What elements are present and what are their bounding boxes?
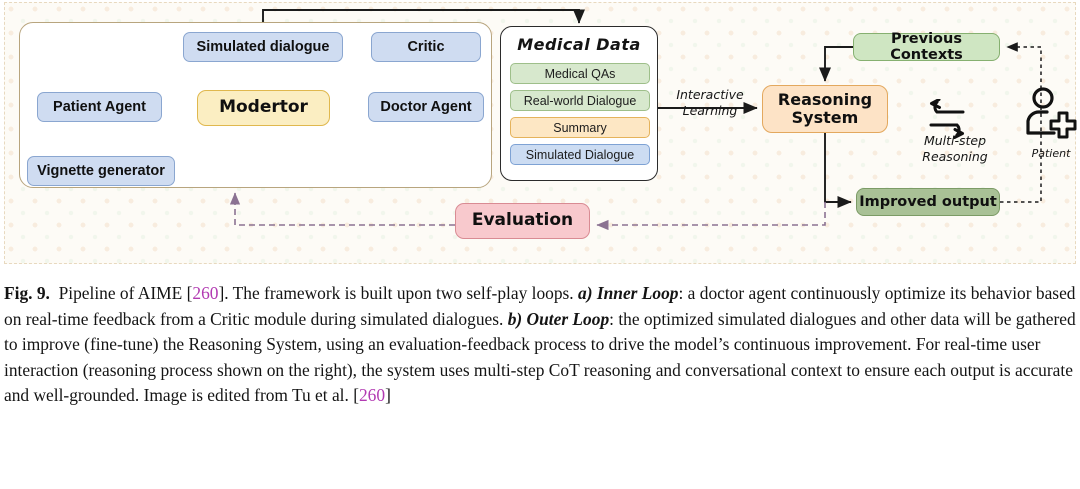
interactive-line-2: Learning (682, 102, 738, 118)
node-label: Doctor Agent (380, 98, 472, 115)
node-doctor-agent[interactable]: Doctor Agent (368, 92, 484, 122)
node-label: Improved output (859, 193, 997, 210)
caption-inner-loop-text: : a doctor agent continuously optimize i… (4, 283, 1076, 329)
citation-260-first[interactable]: 260 (192, 283, 219, 303)
node-critic[interactable]: Critic (371, 32, 481, 62)
caption-lead: Pipeline of AIME [ (58, 283, 193, 303)
node-reasoning-system[interactable]: Reasoning System (762, 85, 888, 133)
label-multi-step-reasoning: Multi-step Reasoning (901, 133, 1009, 164)
node-modertor[interactable]: Modertor (197, 90, 330, 126)
caption-figure-number: Fig. 9. (4, 283, 50, 303)
node-simulated-dialogue[interactable]: Simulated dialogue (183, 32, 343, 62)
node-label: Patient Agent (53, 98, 146, 115)
edge-label-interactive-learning: Interactive Learning (662, 87, 758, 118)
node-label: Simulated dialogue (196, 38, 330, 55)
node-label: Vignette generator (37, 162, 165, 179)
medical-data-title: Medical Data (517, 35, 641, 54)
citation-260-second[interactable]: 260 (358, 385, 386, 406)
interactive-line-1: Interactive (676, 87, 744, 102)
multistep-line-2: Reasoning (922, 148, 988, 164)
figure-panel: Simulated dialogue Critic Patient Agent … (4, 2, 1077, 264)
node-previous-contexts[interactable]: Previous Contexts (853, 30, 1000, 63)
node-evaluation[interactable]: Evaluation (455, 203, 590, 239)
node-label: Evaluation (471, 210, 574, 231)
multistep-line-1: Multi-step (923, 133, 987, 148)
chip-medical-qas[interactable]: Medical QAs (510, 63, 650, 84)
caption-outer-loop-text: : the optimized simulated dialogues and … (4, 308, 1076, 406)
node-label: Critic (407, 38, 445, 55)
figure-caption: Fig. 9. Pipeline of AIME [260]. The fram… (4, 281, 1076, 409)
node-vignette-generator[interactable]: Vignette generator (27, 156, 175, 186)
caption-inner-loop-label: a) Inner Loop (578, 283, 679, 303)
medical-data-container: Medical Data Medical QAs Real-world Dial… (500, 26, 658, 181)
chip-simulated-dialogue[interactable]: Simulated Dialogue (510, 144, 650, 165)
chip-real-world-dialogue[interactable]: Real-world Dialogue (510, 90, 650, 111)
node-improved-output[interactable]: Improved output (856, 188, 1000, 216)
caption-tail: ] (385, 385, 391, 406)
multi-step-loop-icon (929, 99, 965, 139)
reasoning-line-2: System (791, 108, 859, 127)
caption-outer-loop-label: b) Outer Loop (507, 308, 610, 329)
patient-icon (1026, 87, 1077, 139)
node-label: Previous Contexts (890, 30, 963, 63)
node-label: Modertor (219, 97, 308, 118)
label-patient: Patient (1031, 147, 1071, 160)
reasoning-line-1: Reasoning (777, 90, 873, 110)
caption-after-cite1: ]. The framework is built upon two self-… (218, 283, 578, 303)
chip-summary[interactable]: Summary (510, 117, 650, 138)
node-label: Reasoning System (778, 91, 872, 127)
node-patient-agent[interactable]: Patient Agent (37, 92, 162, 122)
